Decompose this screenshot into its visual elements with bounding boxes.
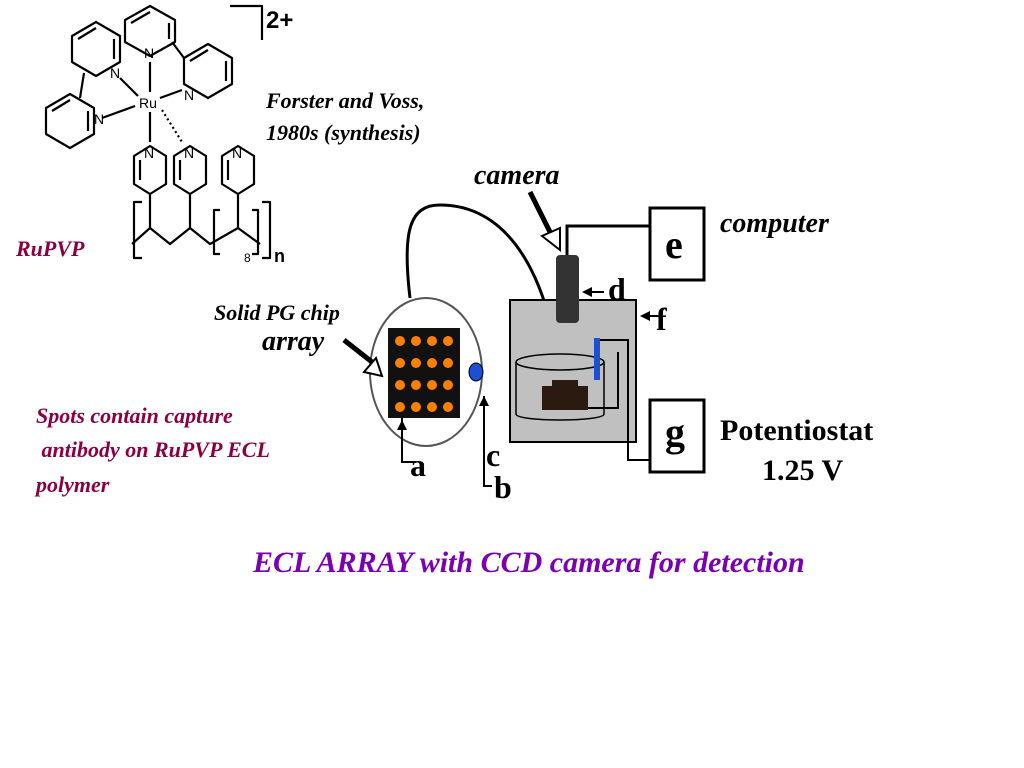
array-arrow: [362, 356, 384, 378]
spot-grid: [395, 336, 453, 412]
slide-title: ECL ARRAY with CCD camera for detection: [253, 546, 805, 579]
pyridine-ring: [44, 92, 96, 150]
polymer-subscript: n: [274, 246, 285, 266]
pyridine-ring: [70, 20, 122, 78]
n-atom: N: [144, 45, 154, 61]
citation-line-2: 1980s (synthesis): [266, 120, 421, 145]
ru-atom: Ru: [139, 95, 157, 111]
label-f: f: [656, 301, 667, 337]
molecule-name: RuPVP: [16, 236, 85, 261]
repeat-subscript: 8: [244, 251, 251, 265]
camera-label: camera: [474, 160, 560, 191]
counter-electrode: [594, 338, 600, 380]
voltage-label: 1.25 V: [762, 454, 844, 487]
spots-note-line-1: Spots contain capture: [36, 403, 233, 428]
n-atom: N: [94, 111, 104, 127]
rupvp-structure: N N N N N N N Ru 8 n 2+: [44, 4, 293, 266]
chip-label-line-2: array: [262, 326, 325, 357]
label-a: a: [410, 447, 426, 483]
spots-note-line-3: polymer: [36, 472, 110, 497]
ccd-camera: [556, 255, 579, 323]
n-atom: N: [144, 145, 154, 161]
n-atom: N: [184, 145, 194, 161]
computer-label: computer: [720, 208, 829, 239]
pyridine-ring: [123, 4, 177, 58]
chip-label-line-1: Solid PG chip: [214, 300, 340, 325]
spots-note-line-2: antibody on RuPVP ECL: [36, 437, 270, 462]
charge-label: 2+: [266, 7, 293, 34]
n-atom: N: [184, 87, 194, 103]
label-e: e: [665, 222, 683, 267]
n-atom: N: [110, 65, 120, 81]
potentiostat-box: [648, 398, 706, 474]
citation-line-1: Forster and Voss,: [266, 88, 425, 113]
label-c: c: [486, 437, 500, 473]
n-atom: N: [232, 145, 242, 161]
computer-box: [648, 206, 706, 282]
setup-diagram: a b c d f e g: [342, 190, 706, 505]
label-b: b: [494, 469, 512, 505]
label-d: d: [608, 271, 626, 307]
label-g: g: [665, 410, 685, 455]
chip-in-cell: [542, 386, 588, 410]
camera-arrow: [540, 226, 561, 253]
reference-electrode: [468, 362, 484, 382]
potentiostat-label: Potentiostat: [720, 414, 874, 447]
